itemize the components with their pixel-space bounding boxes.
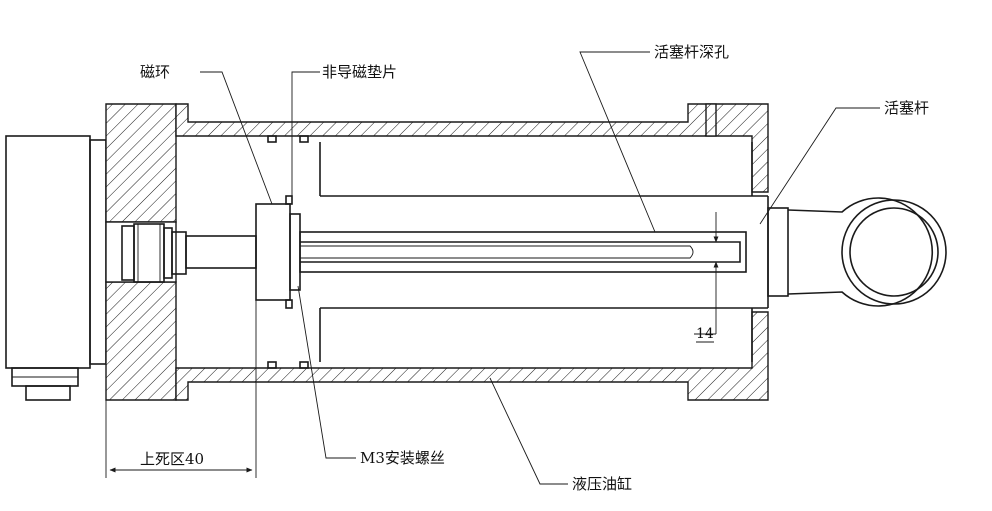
label-nonmagnetic-shim: 非导磁垫片: [322, 63, 397, 81]
rod-eye: [787, 197, 947, 307]
piston-rod-body: [319, 142, 789, 362]
dimension-14-text: 14: [696, 326, 714, 342]
leader-lines: [200, 51, 880, 485]
end-cap: [105, 103, 177, 401]
dimension-14: 14: [694, 212, 719, 343]
waveguide-rod: [185, 203, 747, 301]
label-m3-screw: M3安装螺丝: [360, 449, 445, 467]
sensor-head: [5, 135, 107, 401]
cylinder-barrel: [175, 103, 769, 401]
label-piston-rod-deep-hole: 活塞杆深孔: [654, 43, 729, 61]
label-magnet-ring: 磁环: [140, 63, 170, 81]
sensor-connector: [121, 223, 187, 283]
dimension-top-dead-zone: 上死区40: [105, 300, 257, 478]
seal-marks: [267, 135, 309, 369]
dimension-top-dead-zone-text: 上死区40: [140, 450, 204, 468]
label-piston-rod: 活塞杆: [884, 99, 929, 117]
rod-deep-hole: [300, 241, 741, 263]
label-hydraulic-cylinder: 液压油缸: [572, 475, 632, 493]
